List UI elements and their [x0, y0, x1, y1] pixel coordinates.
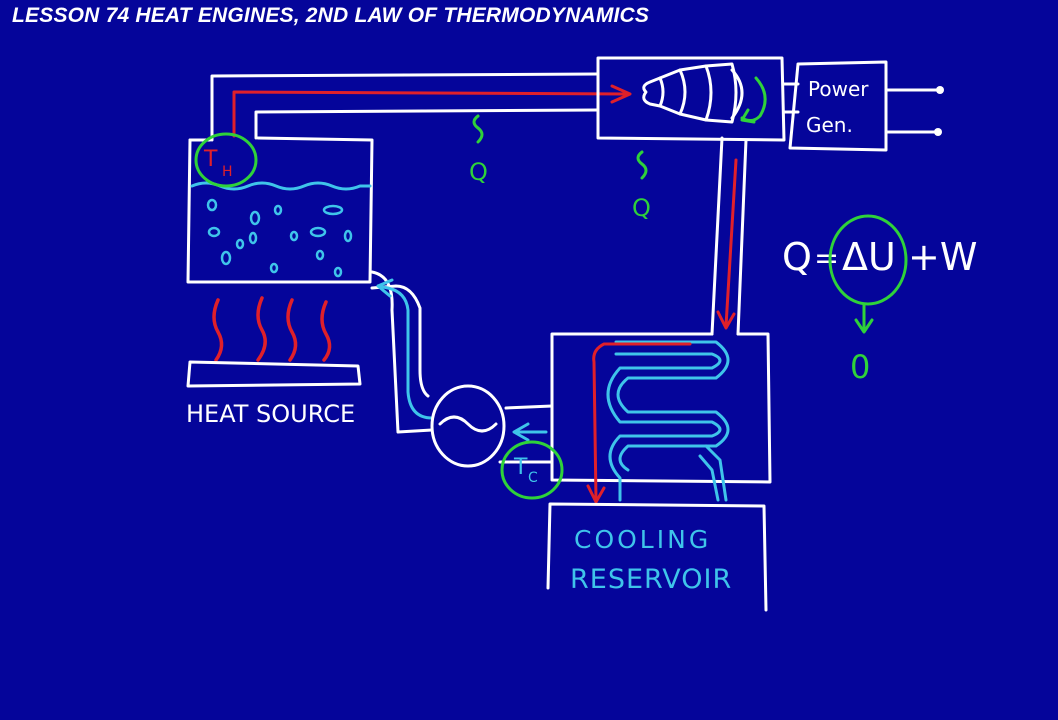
t-hot-circle	[194, 132, 258, 188]
heat-source-label: HEAT SOURCE	[186, 400, 355, 428]
steam-pipe	[210, 72, 600, 142]
heat-q-left: Q	[469, 158, 488, 186]
pump-icon	[430, 384, 506, 468]
turbine-rotor-icon	[642, 62, 744, 124]
heat-flames	[212, 296, 332, 362]
water-bubbles	[206, 198, 353, 278]
heat-squiggle-right	[636, 150, 648, 180]
t-cold-circle	[500, 440, 564, 500]
equation-q: Q	[782, 235, 812, 279]
lesson-title: LESSON 74 HEAT ENGINES, 2ND LAW OF THERM…	[12, 4, 650, 27]
exhaust-flow-arrow	[724, 158, 738, 328]
output-terminals	[884, 88, 940, 134]
turbine-housing	[596, 56, 786, 142]
cooling-label-line1: COOLING	[574, 525, 711, 554]
terminal-dot-bottom	[934, 128, 942, 136]
condenser-housing	[550, 332, 772, 484]
heat-q-right: Q	[632, 194, 651, 222]
cooling-reservoir	[546, 502, 768, 612]
cooling-label-line2: RESERVOIR	[570, 564, 732, 595]
pump-symbol	[438, 415, 498, 433]
delta-u-circle	[828, 214, 908, 306]
t-cold-subscript: C	[528, 470, 538, 486]
generator-label-line2: Gen.	[806, 113, 853, 137]
equation-equals: =	[814, 241, 839, 276]
t-cold-label: T	[513, 455, 528, 480]
t-hot-label: T	[203, 147, 218, 172]
generator-label-line1: Power	[808, 77, 869, 101]
heat-squiggle-left	[472, 114, 484, 144]
equation-plus-w: +W	[908, 235, 977, 279]
condenser-coils	[606, 340, 730, 502]
condenser-hot-flow	[592, 342, 692, 502]
equation-zero: 0	[850, 348, 870, 386]
equation-delta-u: ΔU	[842, 235, 896, 279]
delta-u-arrow	[854, 302, 874, 334]
exhaust-pipe	[710, 136, 748, 336]
rotation-arrow-icon	[740, 76, 767, 124]
t-hot-subscript: H	[222, 164, 233, 180]
return-flow-up-arrow	[376, 284, 434, 420]
power-generator-box	[788, 60, 888, 152]
burner-plate	[186, 360, 362, 388]
terminal-dot-top	[936, 86, 944, 94]
steam-flow-arrow	[232, 90, 630, 138]
